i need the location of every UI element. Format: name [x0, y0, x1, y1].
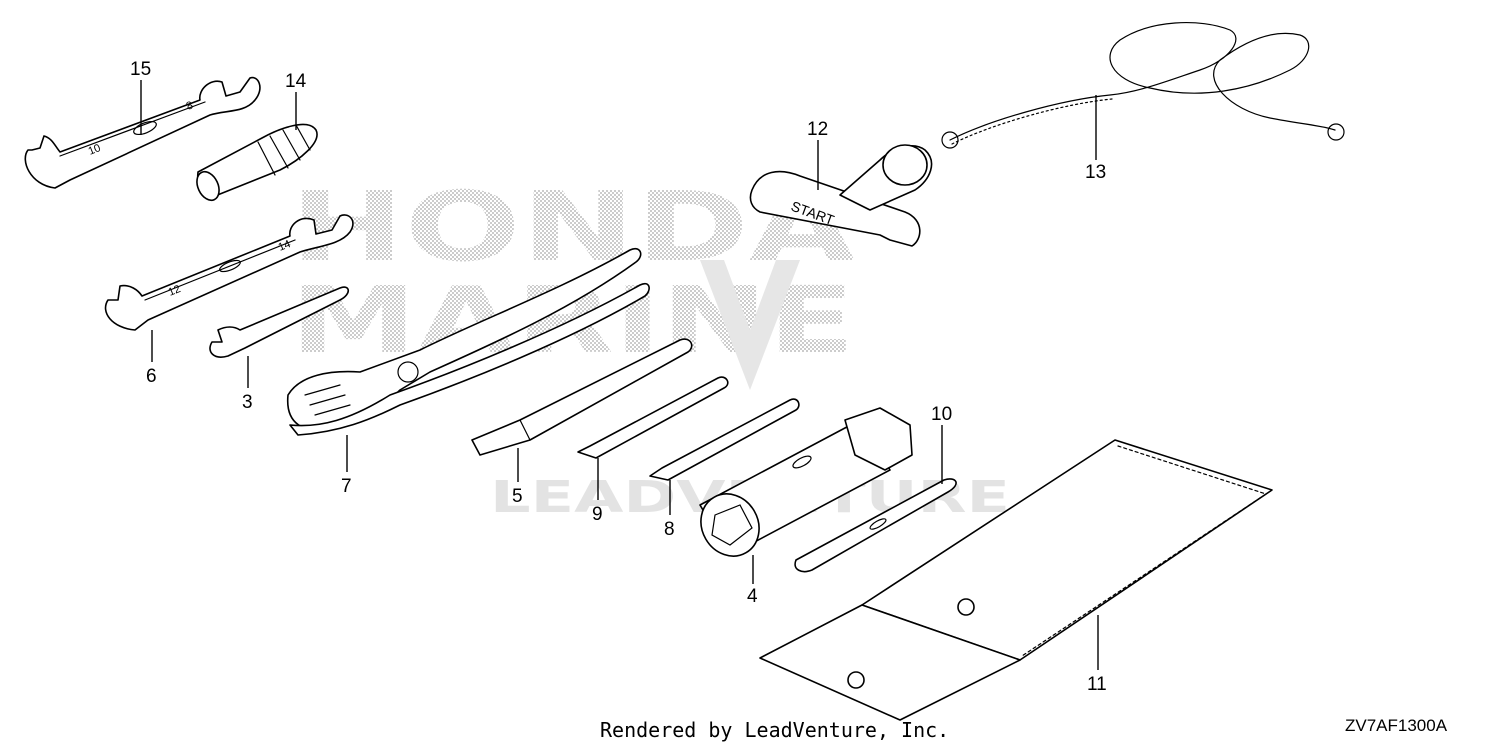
- slip-joint-pliers[interactable]: [287, 247, 650, 436]
- callout-12[interactable]: 12: [807, 119, 828, 140]
- leadventure-logo-mark: [700, 260, 800, 390]
- callout-13[interactable]: 13: [1085, 162, 1106, 183]
- callout-10[interactable]: 10: [931, 404, 952, 425]
- engraving-12: 12: [167, 283, 183, 299]
- engraving-10: 10: [87, 142, 103, 158]
- diagram-code: ZV7AF1300A: [1345, 716, 1448, 735]
- leader-lines: [140, 80, 1099, 670]
- callout-7[interactable]: 7: [341, 476, 352, 497]
- phillips-screwdriver-a[interactable]: [577, 376, 729, 459]
- tool-pouch[interactable]: [759, 439, 1273, 721]
- callout-15[interactable]: 15: [130, 59, 151, 80]
- engraving-14: 14: [277, 238, 293, 254]
- callout-4[interactable]: 4: [747, 586, 758, 607]
- box-spanner[interactable]: [690, 407, 913, 567]
- flat-screwdriver[interactable]: [471, 338, 693, 456]
- callout-8[interactable]: 8: [664, 519, 675, 540]
- render-credit: Rendered by LeadVenture, Inc.: [600, 718, 950, 742]
- starter-rope[interactable]: [941, 22, 1345, 149]
- callout-5[interactable]: 5: [512, 486, 523, 507]
- small-spanner[interactable]: [209, 286, 350, 358]
- callout-3[interactable]: 3: [242, 392, 253, 413]
- callout-11[interactable]: 11: [1087, 674, 1107, 695]
- screwdriver-grip[interactable]: [193, 123, 318, 204]
- callout-labels: 15 14 12 13 6 3 7 5 9 8 4 10 11: [130, 59, 1107, 695]
- phillips-screwdriver-b[interactable]: [649, 398, 800, 481]
- callout-14[interactable]: 14: [285, 71, 307, 92]
- callout-6[interactable]: 6: [146, 366, 157, 387]
- wrench-10x8[interactable]: 10 8: [24, 76, 261, 189]
- callout-9[interactable]: 9: [592, 504, 603, 525]
- engraving-8: 8: [185, 99, 195, 112]
- wrench-12x14[interactable]: 12 14: [104, 214, 354, 331]
- tommy-bar[interactable]: [794, 478, 957, 573]
